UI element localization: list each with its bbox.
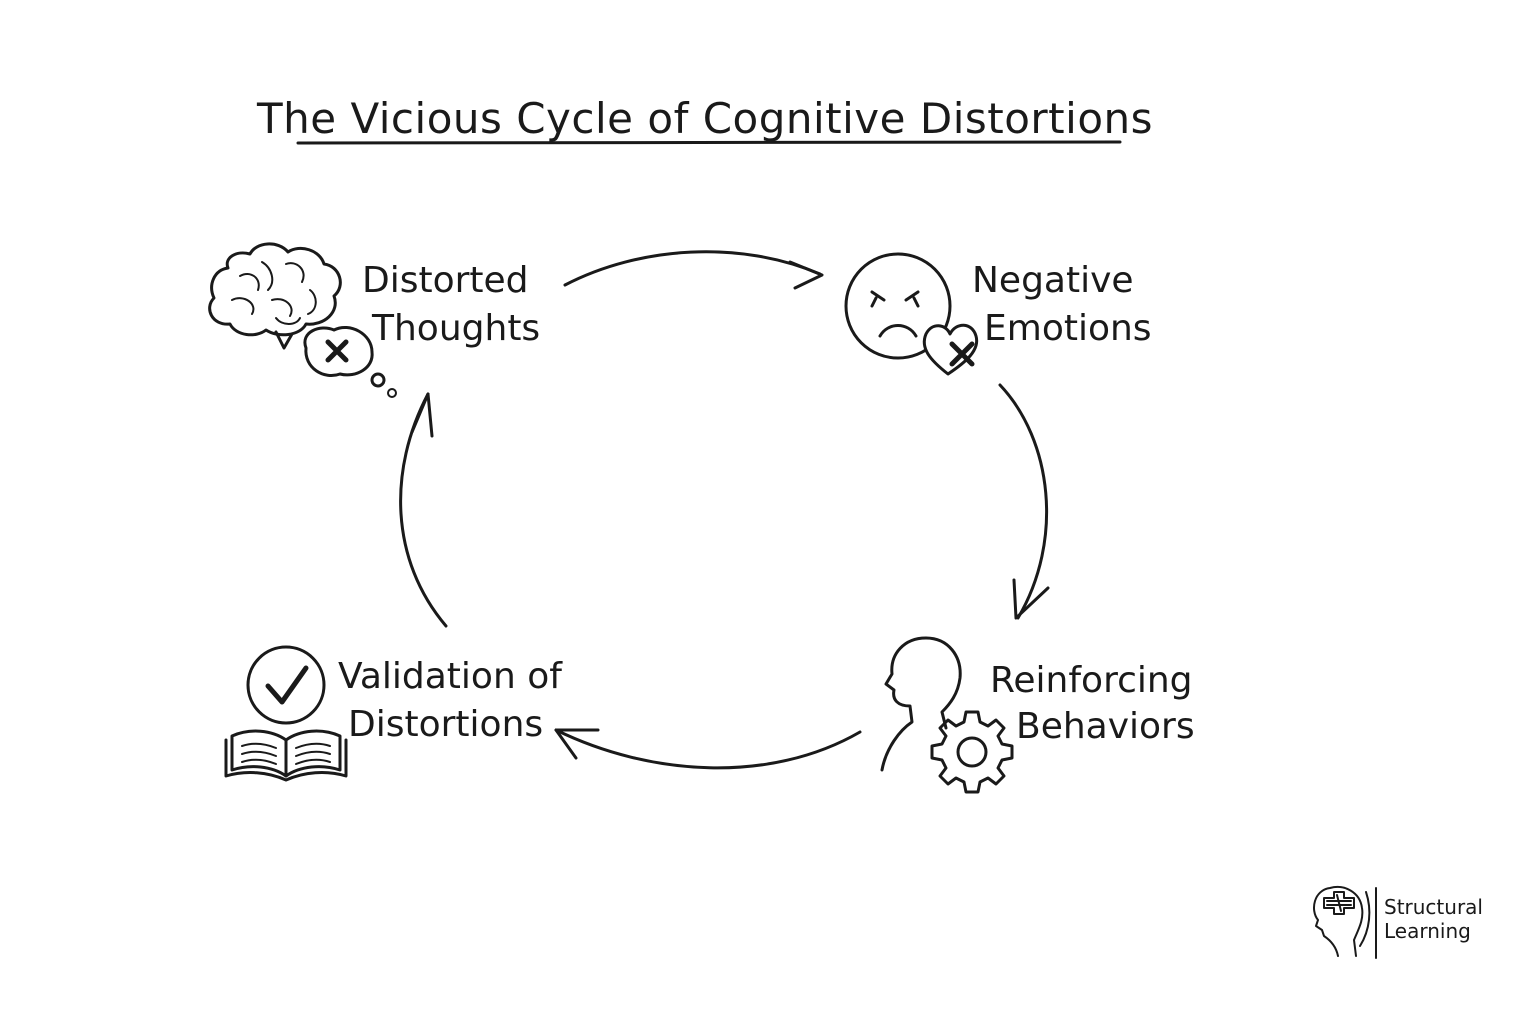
brand-line1: Structural (1384, 895, 1483, 919)
page-title: The Vicious Cycle of Cognitive Distortio… (256, 94, 1153, 143)
node-validation: Validation of Distortions (224, 645, 563, 782)
title-group: The Vicious Cycle of Cognitive Distortio… (256, 94, 1153, 145)
gear-icon (930, 710, 1014, 794)
arrow-thoughts-to-emotions (563, 250, 824, 290)
node-negative-emotions: Negative Emotions (844, 252, 1152, 376)
arrow-validation-to-thoughts (399, 392, 448, 628)
arrow-emotions-to-behaviors (998, 383, 1050, 620)
node-label-thoughts: Thoughts (371, 308, 540, 349)
node-label-reinforcing: Reinforcing (990, 660, 1193, 701)
brand-logo: Structural Learning (1313, 886, 1483, 959)
node-label-behaviors: Behaviors (1016, 706, 1195, 747)
open-book-checkmark-icon (224, 645, 348, 782)
node-reinforcing-behaviors: Reinforcing Behaviors (880, 636, 1195, 794)
head-gear-icon (880, 636, 1014, 794)
cycle-arrows (399, 250, 1050, 770)
sad-face-broken-heart-icon (844, 252, 979, 376)
arrow-behaviors-to-validation (554, 728, 862, 770)
node-label-emotions: Emotions (984, 308, 1152, 349)
brain-thought-bubble-icon (208, 242, 397, 398)
head-puzzle-logo-icon (1313, 886, 1377, 959)
node-label-negative: Negative (972, 260, 1134, 301)
node-label-validation: Validation of (338, 656, 563, 697)
title-underline (296, 140, 1122, 145)
node-label-distortions: Distortions (348, 704, 543, 745)
brand-line2: Learning (1384, 919, 1471, 943)
node-distorted-thoughts: Distorted Thoughts (208, 242, 540, 398)
node-label-distorted: Distorted (362, 260, 529, 301)
